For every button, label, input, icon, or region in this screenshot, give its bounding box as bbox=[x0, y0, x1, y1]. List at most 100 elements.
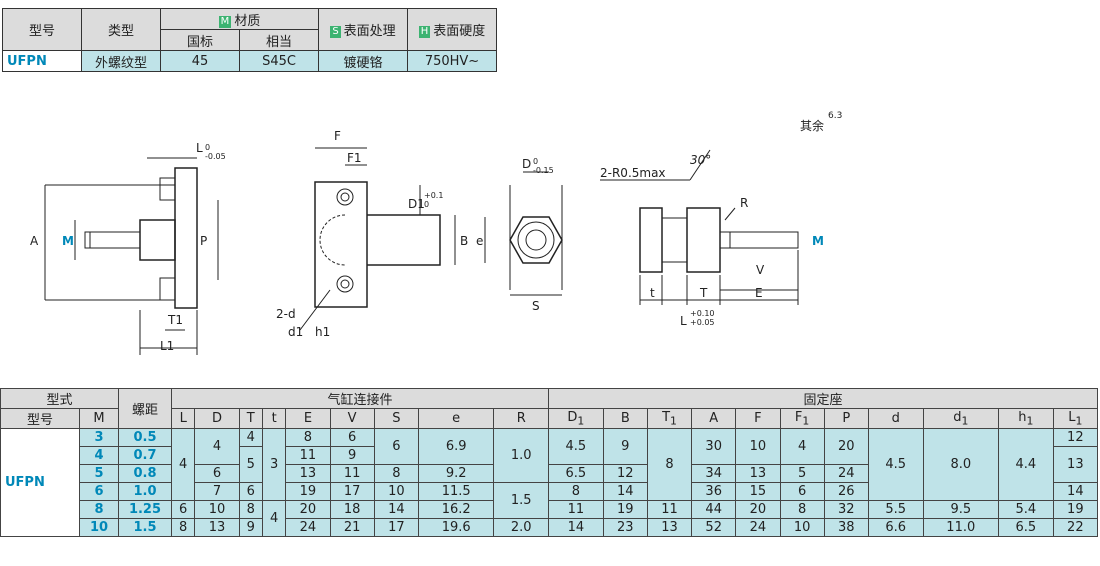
cell-s: 6 bbox=[373, 428, 419, 465]
cell-f: 15 bbox=[735, 482, 781, 501]
cell-d: 4 bbox=[194, 428, 240, 465]
cell-v: 17 bbox=[329, 482, 375, 501]
pitch-cell: 1.0 bbox=[118, 482, 172, 501]
m-cell: 6 bbox=[79, 482, 119, 501]
cell-t: 4 bbox=[238, 428, 263, 447]
cell-l: 6 bbox=[170, 500, 196, 519]
cell-v: 18 bbox=[329, 500, 375, 519]
cell-h1: 4.4 bbox=[998, 428, 1054, 501]
cell-v: 21 bbox=[329, 518, 375, 537]
label-L-tol2-bot: +0.05 bbox=[690, 318, 715, 327]
cell-d: 13 bbox=[194, 518, 240, 537]
cell-b: 14 bbox=[602, 482, 648, 501]
m-cell: 5 bbox=[79, 464, 119, 483]
label-M-right: M bbox=[812, 234, 824, 248]
spec-header-type: 类型 bbox=[81, 8, 161, 51]
header-col-b: B bbox=[602, 408, 648, 429]
cell-l1: 22 bbox=[1052, 518, 1099, 537]
cell-s: 14 bbox=[373, 500, 419, 519]
label-M-left: M bbox=[62, 234, 74, 248]
header-form: 型式 bbox=[0, 388, 119, 409]
header-col-a: A bbox=[691, 408, 737, 429]
cell-r: 1.0 bbox=[493, 428, 550, 483]
cell-d: 6 bbox=[194, 464, 240, 483]
cell-d1: 11 bbox=[548, 500, 604, 519]
cell-d: 10 bbox=[194, 500, 240, 519]
cell-d1: 9.5 bbox=[922, 500, 1000, 519]
cell-p: 38 bbox=[823, 518, 869, 537]
header-base: 固定座 bbox=[548, 388, 1098, 409]
cell-r: 2.0 bbox=[493, 518, 550, 537]
cell-a: 44 bbox=[691, 500, 737, 519]
front-view bbox=[299, 147, 456, 331]
cell-p: 26 bbox=[823, 482, 869, 501]
cell-e: 13 bbox=[285, 464, 331, 483]
label-D-tol-top: 0 bbox=[533, 157, 538, 166]
cell-d: 5.5 bbox=[867, 500, 924, 519]
cell-p: 32 bbox=[823, 500, 869, 519]
cell-l1: 14 bbox=[1052, 482, 1099, 501]
header-col-p: P bbox=[823, 408, 869, 429]
cell-d: 6.6 bbox=[867, 518, 924, 537]
m-cell: 8 bbox=[79, 500, 119, 519]
header-col-r: R bbox=[493, 408, 550, 429]
label-T: T bbox=[699, 286, 708, 300]
header-col-h1: h1 bbox=[998, 408, 1054, 429]
label-L1: L1 bbox=[160, 339, 174, 353]
spec-gb: 45 bbox=[160, 50, 240, 72]
label-D: D bbox=[522, 157, 531, 171]
label-t: t bbox=[650, 286, 655, 300]
spec-header-gb: 国标 bbox=[160, 29, 240, 51]
cell-t1: 8 bbox=[646, 428, 693, 501]
header-col-t1: T1 bbox=[646, 408, 693, 429]
cell-e: 8 bbox=[285, 428, 331, 447]
cell-f1: 10 bbox=[779, 518, 825, 537]
header-col-f: F bbox=[735, 408, 781, 429]
technical-drawing: 其余 6.3 A M P L 0 -0.05 T1 L1 F F1 D1 +0.… bbox=[30, 111, 842, 355]
label-F: F bbox=[334, 129, 341, 143]
cell-b: 12 bbox=[602, 464, 648, 483]
m-cell: 4 bbox=[79, 446, 119, 465]
cell-h1: 5.4 bbox=[998, 500, 1054, 519]
label-T1: T1 bbox=[167, 313, 183, 327]
cell-b: 23 bbox=[602, 518, 648, 537]
model-cell: UFPN bbox=[0, 428, 80, 537]
label-S: S bbox=[532, 299, 540, 313]
cell-h1: 6.5 bbox=[998, 518, 1054, 537]
label-2d: 2-d bbox=[276, 307, 296, 321]
cell-f1: 6 bbox=[779, 482, 825, 501]
label-F1: F1 bbox=[347, 151, 362, 165]
cell-e: 20 bbox=[285, 500, 331, 519]
cell-d1: 8.0 bbox=[922, 428, 1000, 501]
cell-f: 20 bbox=[735, 500, 781, 519]
header-col-v: V bbox=[329, 408, 375, 429]
cell-e: 11 bbox=[285, 446, 331, 465]
cell-b: 19 bbox=[602, 500, 648, 519]
cell-d1: 11.0 bbox=[922, 518, 1000, 537]
cell-b: 9 bbox=[602, 428, 648, 465]
label-L-right: L bbox=[680, 314, 687, 328]
hardness-tag-icon: H bbox=[418, 26, 431, 38]
spec-equivalent: S45C bbox=[239, 50, 319, 72]
label-B: B bbox=[460, 234, 468, 248]
header-col-l1: L1 bbox=[1052, 408, 1099, 429]
cell-v: 9 bbox=[329, 446, 375, 465]
label-L-left: L bbox=[196, 141, 203, 155]
header-col-f1: F1 bbox=[779, 408, 825, 429]
cell-f1: 5 bbox=[779, 464, 825, 483]
cell-l1: 13 bbox=[1052, 446, 1099, 483]
header-col-d1: D1 bbox=[548, 408, 604, 429]
cell-d: 7 bbox=[194, 482, 240, 501]
label-R: R bbox=[740, 196, 748, 210]
label-L-tol-bot: -0.05 bbox=[205, 152, 226, 161]
label-angle: 30° bbox=[690, 153, 711, 167]
label-r05: 2-R0.5max bbox=[600, 166, 666, 180]
cell-a: 52 bbox=[691, 518, 737, 537]
header-model: 型号 bbox=[0, 408, 80, 429]
cell-a: 30 bbox=[691, 428, 737, 465]
cell-l: 8 bbox=[170, 518, 196, 537]
